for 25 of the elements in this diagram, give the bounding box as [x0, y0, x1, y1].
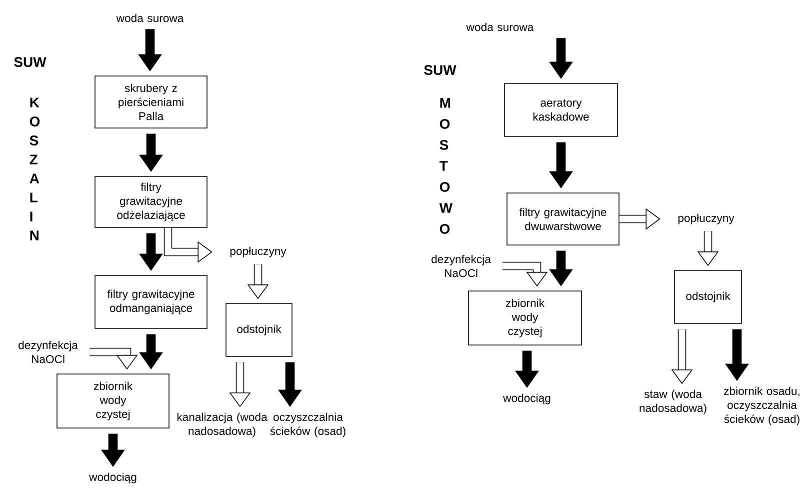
- stream-label: popłuczyny: [678, 214, 734, 224]
- vertical-label: MOSTOWO: [439, 98, 453, 234]
- process-box: odstojnik: [674, 270, 742, 324]
- stream-label: oczyszczalnia ścieków (osad): [270, 412, 346, 438]
- stream-label: wodociąg: [89, 472, 136, 484]
- vertical-label: KOSZALIN: [30, 98, 40, 240]
- process-box: zbiornik wody czystej: [56, 374, 170, 428]
- process-box: aeratory kaskadowe: [504, 83, 618, 137]
- process-box: skrubery z pierścieniami Palla: [94, 76, 208, 128]
- stream-label: wodociąg: [503, 394, 550, 404]
- stream-label: popłuczyny: [230, 246, 286, 258]
- stream-label: dezynfekcja NaOCl: [18, 340, 78, 364]
- stream-label: woda surowa: [466, 22, 534, 32]
- process-box: filtry grawitacyjne odżelaziające: [94, 176, 208, 228]
- stream-label: zbiornik osadu, oczyszczalnia ścieków (osad): [724, 386, 800, 426]
- process-box: filtry grawitacyjne dwuwarstwowe: [506, 192, 620, 246]
- stream-label: staw (woda nadosadowa): [640, 390, 706, 414]
- stream-label: woda surowa: [116, 14, 184, 22]
- stream-label: kanalizacja (woda nadosadowa): [177, 412, 268, 438]
- plant-label: SUW: [14, 57, 46, 67]
- process-box: zbiornik wody czystej: [468, 290, 582, 346]
- process-box: odstojnik: [226, 303, 292, 357]
- process-box: filtry grawitacyjne odmanganiające: [94, 275, 208, 329]
- stream-label: dezynfekcja NaOCl: [432, 254, 491, 278]
- plant-label: SUW: [424, 65, 456, 75]
